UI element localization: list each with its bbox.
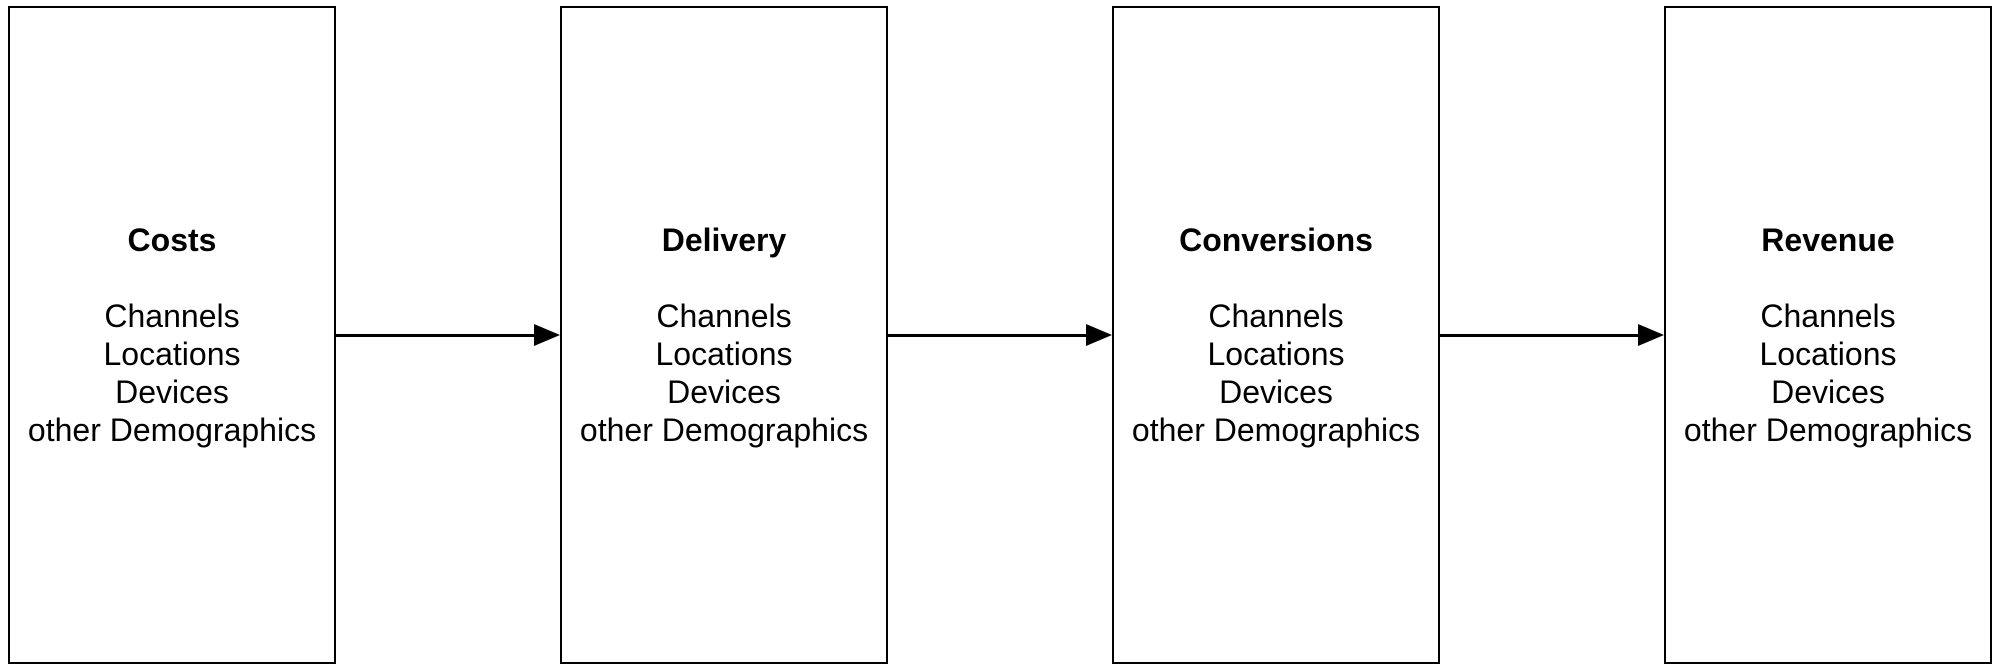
node-line: Channels (1760, 298, 1896, 334)
node-title: Revenue (1761, 222, 1895, 258)
node-line: Devices (1219, 374, 1333, 410)
flow-node-conversions: Conversions Channels Locations Devices o… (1112, 6, 1440, 664)
arrow-shaft (336, 333, 534, 337)
node-line: Locations (1759, 336, 1897, 372)
node-line: other Demographics (1683, 412, 1973, 448)
arrowhead-right-icon (1086, 324, 1112, 346)
flow-node-delivery: Delivery Channels Locations Devices othe… (560, 6, 888, 664)
node-line: Channels (1208, 298, 1344, 334)
node-title: Delivery (661, 222, 787, 258)
node-line: Devices (1771, 374, 1885, 410)
node-line: Devices (115, 374, 229, 410)
node-line: Devices (667, 374, 781, 410)
node-title: Costs (127, 222, 217, 258)
arrowhead-right-icon (1638, 324, 1664, 346)
arrow-conversions-to-revenue (1440, 322, 1664, 348)
flow-node-costs: Costs Channels Locations Devices other D… (8, 6, 336, 664)
node-line: Locations (655, 336, 793, 372)
arrow-costs-to-delivery (336, 322, 560, 348)
node-line: other Demographics (579, 412, 869, 448)
node-line: other Demographics (1131, 412, 1421, 448)
node-line: Channels (104, 298, 240, 334)
flow-node-revenue: Revenue Channels Locations Devices other… (1664, 6, 1992, 664)
arrow-shaft (1440, 333, 1638, 337)
node-line: Channels (656, 298, 792, 334)
arrowhead-right-icon (534, 324, 560, 346)
arrow-delivery-to-conversions (888, 322, 1112, 348)
node-line: Locations (1207, 336, 1345, 372)
node-line: Locations (103, 336, 241, 372)
arrow-shaft (888, 333, 1086, 337)
node-title: Conversions (1179, 222, 1373, 258)
node-line: other Demographics (27, 412, 317, 448)
